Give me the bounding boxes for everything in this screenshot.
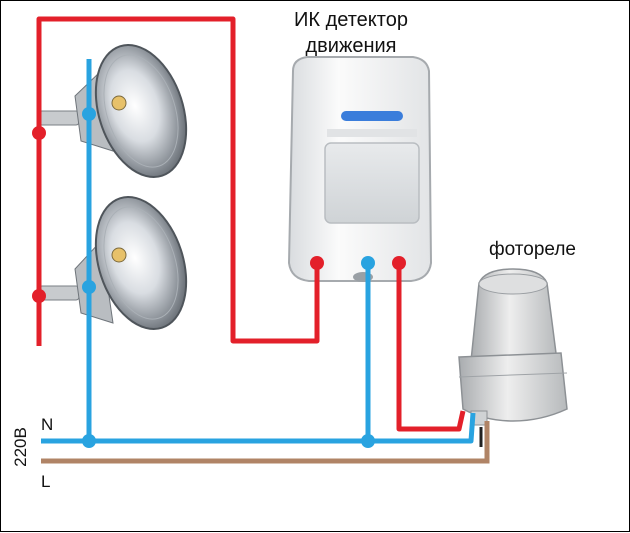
line-label: L [41, 472, 51, 491]
halogen-lamp-icon [38, 44, 188, 178]
pir-terminal [310, 256, 324, 270]
line-wire [41, 421, 490, 464]
photorelay-label: фотореле [489, 239, 576, 260]
pir-terminal [361, 256, 375, 270]
junction-dot [361, 434, 375, 448]
junction-dots [32, 107, 406, 448]
junction-dot [82, 107, 96, 121]
live-wire [36, 16, 466, 432]
pir-label-line1: ИК детектор [294, 9, 408, 31]
pir-lens [324, 142, 420, 224]
halogen-lamp-bottom [38, 196, 188, 330]
pir-motion-detector [287, 56, 433, 282]
pir-terminal [392, 256, 406, 270]
photocell-icon [458, 268, 568, 426]
photorelay-device [458, 268, 568, 426]
neutral-label: N [41, 415, 54, 434]
junction-dot [82, 280, 96, 294]
junction-dot [82, 434, 96, 448]
halogen-lamp-top [38, 44, 188, 178]
pir-sensor-icon [287, 56, 433, 282]
junction-dot [32, 126, 46, 140]
junction-dot [32, 289, 46, 303]
voltage-label: 220В [11, 427, 30, 467]
pir-detector-label: ИК детектор движения [271, 7, 431, 59]
halogen-lamp-icon [38, 196, 188, 330]
pir-led-strip [341, 111, 403, 121]
neutral-wire [41, 59, 476, 444]
pir-label-line2: движения [305, 35, 397, 57]
